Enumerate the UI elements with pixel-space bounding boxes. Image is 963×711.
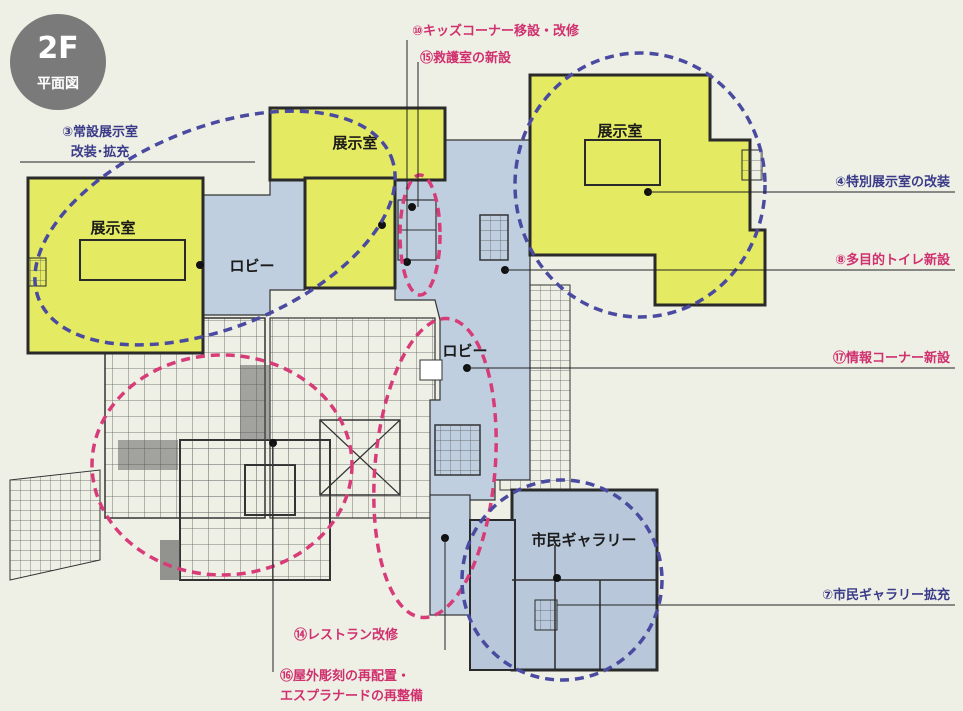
dot-first-aid <box>408 203 416 211</box>
label-permanent-2: 改装･拡充 <box>71 144 130 160</box>
label-permanent-1: ③常設展示室 <box>62 124 138 140</box>
badge-title: 平面図 <box>37 76 79 92</box>
label-first-aid: ⑮救護室の新設 <box>420 50 512 66</box>
room-exhibit-center: 展示室 <box>332 134 377 152</box>
exhibit-room-center <box>268 106 447 182</box>
highlight-ellipses <box>33 51 767 682</box>
ellipse-plaza <box>90 353 354 577</box>
ellipse-lobby <box>372 316 498 620</box>
ellipse-special <box>513 51 767 319</box>
ellipse-kids <box>398 173 442 297</box>
dot-permanent <box>196 261 204 269</box>
target-dots <box>196 188 652 582</box>
dot-exhibit-center <box>378 221 386 229</box>
badge-circle <box>10 14 106 110</box>
dot-gallery <box>553 574 561 582</box>
outdoor-plaza <box>9 284 571 581</box>
kids-corner-area <box>397 199 437 261</box>
label-gallery-expand: ⑦市民ギャラリー拡充 <box>822 587 950 603</box>
label-kids-corner: ⑩キッズコーナー移設・改修 <box>412 23 580 39</box>
ellipse-permanent <box>33 109 397 347</box>
citizen-gallery <box>469 488 659 672</box>
label-sculpture-2: エスプラナードの再整備 <box>280 688 423 704</box>
label-info-corner: ⑰情報コーナー新設 <box>833 350 951 366</box>
leader-lines <box>20 40 955 672</box>
badge-floor: 2F <box>37 31 78 66</box>
label-special-exhibit: ④特別展示室の改装 <box>835 174 950 190</box>
room-exhibit-right: 展示室 <box>597 122 642 140</box>
ellipse-gallery <box>460 478 664 682</box>
room-lobby-upper: ロビー <box>229 257 274 275</box>
room-lobby-center: ロビー <box>442 342 487 360</box>
room-citizen-gallery: 市民ギャラリー <box>531 531 636 549</box>
label-multipurpose-toilet: ⑧多目的トイレ新設 <box>835 252 951 268</box>
room-exhibit-left: 展示室 <box>90 219 135 237</box>
label-restaurant: ⑭レストラン改修 <box>294 627 399 643</box>
floor-badge: 2F 平面図 <box>10 14 106 110</box>
label-sculpture-1: ⑯屋外彫刻の再配置・ <box>280 668 410 684</box>
